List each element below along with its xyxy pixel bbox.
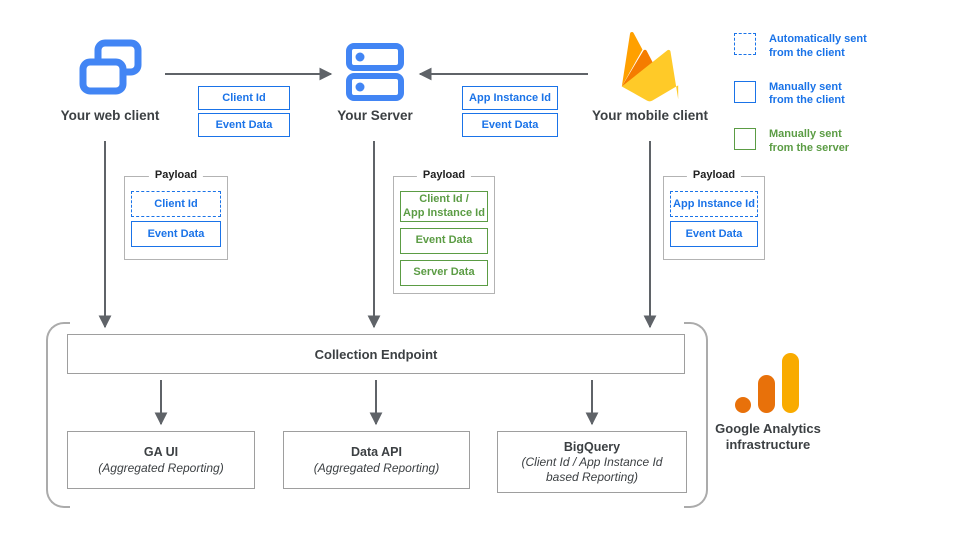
infrastructure-bracket-left	[46, 322, 70, 508]
output-title: Data API	[351, 444, 402, 459]
infrastructure-bracket-right	[684, 322, 708, 508]
legend-swatch-solid-green	[734, 128, 756, 150]
payload-title: Payload	[148, 169, 204, 181]
output-data-api: Data API (Aggregated Reporting)	[283, 431, 470, 489]
tag-event-data: Event Data	[462, 113, 558, 137]
output-ga-ui: GA UI (Aggregated Reporting)	[67, 431, 255, 489]
tags-mobile-to-server: App Instance Id Event Data	[462, 86, 558, 137]
payload-web: Payload Client Id Event Data	[124, 169, 228, 260]
tag-event-data: Event Data	[198, 113, 290, 137]
legend-item-manual-server: Manually sent from the server	[734, 128, 934, 156]
legend: Automatically sent from the client Manua…	[734, 33, 934, 156]
mobile-client-label: Your mobile client	[591, 108, 708, 123]
payload-item-event-data: Event Data	[131, 221, 221, 247]
tag-app-instance-id: App Instance Id	[462, 86, 558, 110]
payload-title: Payload	[416, 169, 472, 181]
web-client-label: Your web client	[60, 108, 160, 123]
server-label: Your Server	[337, 108, 413, 123]
legend-swatch-dashed-blue	[734, 33, 756, 55]
payload-item-app-instance-id: App Instance Id	[670, 191, 758, 217]
output-subtitle: (Aggregated Reporting)	[98, 460, 224, 475]
legend-swatch-solid-blue	[734, 80, 756, 103]
firebase-icon	[621, 32, 679, 102]
output-title: BigQuery	[563, 439, 621, 454]
payload-server: Payload Client Id / App Instance Id Even…	[393, 169, 495, 294]
tags-web-to-server: Client Id Event Data	[198, 86, 290, 137]
tag-client-id: Client Id	[198, 86, 290, 110]
google-analytics-icon	[733, 350, 799, 413]
output-subtitle: (Aggregated Reporting)	[313, 460, 440, 475]
output-subtitle: (Client Id / App Instance Id based Repor…	[521, 455, 663, 484]
payload-item-event-data: Event Data	[400, 227, 488, 254]
payload-mobile: Payload App Instance Id Event Data	[663, 169, 765, 260]
output-bigquery: BigQuery (Client Id / App Instance Id ba…	[497, 431, 687, 493]
legend-label: Manually sent from the server	[769, 128, 850, 154]
legend-label: Automatically sent from the client	[769, 33, 867, 59]
legend-item-manual-client: Manually sent from the client	[734, 80, 934, 109]
ga-logo-dot	[735, 397, 751, 413]
ga-logo-bar-tall	[782, 353, 799, 413]
legend-item-auto-client: Automatically sent from the client	[734, 33, 934, 61]
infrastructure-caption: Google Analytics infrastructure	[715, 421, 821, 453]
payload-item-client-id-app-instance-id: Client Id / App Instance Id	[400, 191, 488, 222]
payload-title: Payload	[686, 169, 742, 181]
web-client-icon	[79, 39, 142, 95]
payload-item-client-id: Client Id	[131, 191, 221, 217]
output-title: GA UI	[143, 444, 179, 459]
collection-endpoint-box: Collection Endpoint	[67, 334, 685, 374]
legend-label: Manually sent from the client	[769, 80, 845, 107]
payload-item-event-data: Event Data	[670, 221, 758, 247]
ga-logo-bar-mid	[758, 375, 775, 413]
server-icon	[346, 43, 404, 101]
payload-item-server-data: Server Data	[400, 259, 488, 286]
